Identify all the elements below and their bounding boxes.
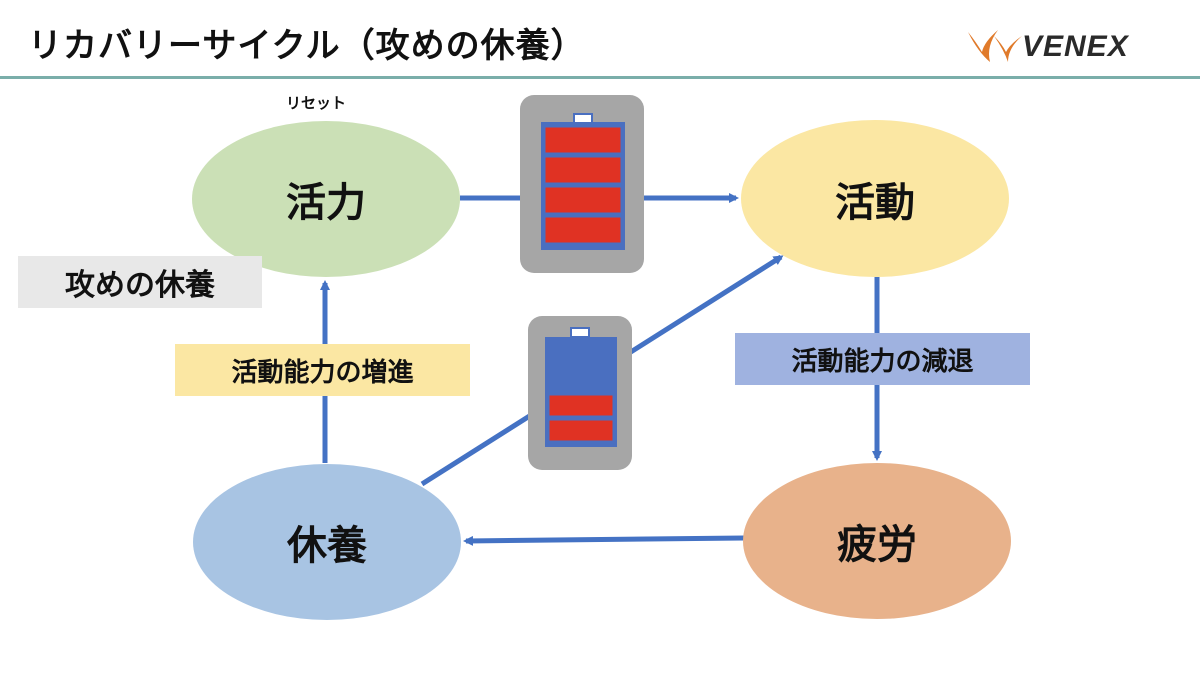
- logo-mark-icon: [968, 30, 1022, 62]
- node-fatigue: 疲労: [743, 463, 1011, 619]
- node-rest: 休養: [193, 464, 461, 620]
- node-rest-label: 休養: [287, 523, 367, 569]
- logo-text: VENEX: [1022, 30, 1129, 63]
- node-vitality: 活力: [192, 121, 460, 277]
- node-activity-label: 活動: [835, 179, 915, 226]
- battery-partial-icon: [528, 316, 632, 470]
- battery-full-icon: [520, 95, 644, 273]
- reset-label: リセット: [286, 94, 347, 112]
- title-divider: [0, 76, 1200, 79]
- node-activity: 活動: [741, 120, 1009, 277]
- attack-rest-label: 攻めの休養: [18, 256, 262, 308]
- node-vitality-label: 活力: [286, 180, 366, 226]
- ability-improve-label: 活動能力の増進: [175, 344, 470, 396]
- node-fatigue-label: 疲労: [837, 522, 917, 568]
- arrow-fatigue-to-rest: [463, 535, 745, 546]
- page-title: リカバリーサイクル（攻めの休養）: [28, 26, 586, 66]
- ability-decline-label: 活動能力の減退: [735, 333, 1030, 385]
